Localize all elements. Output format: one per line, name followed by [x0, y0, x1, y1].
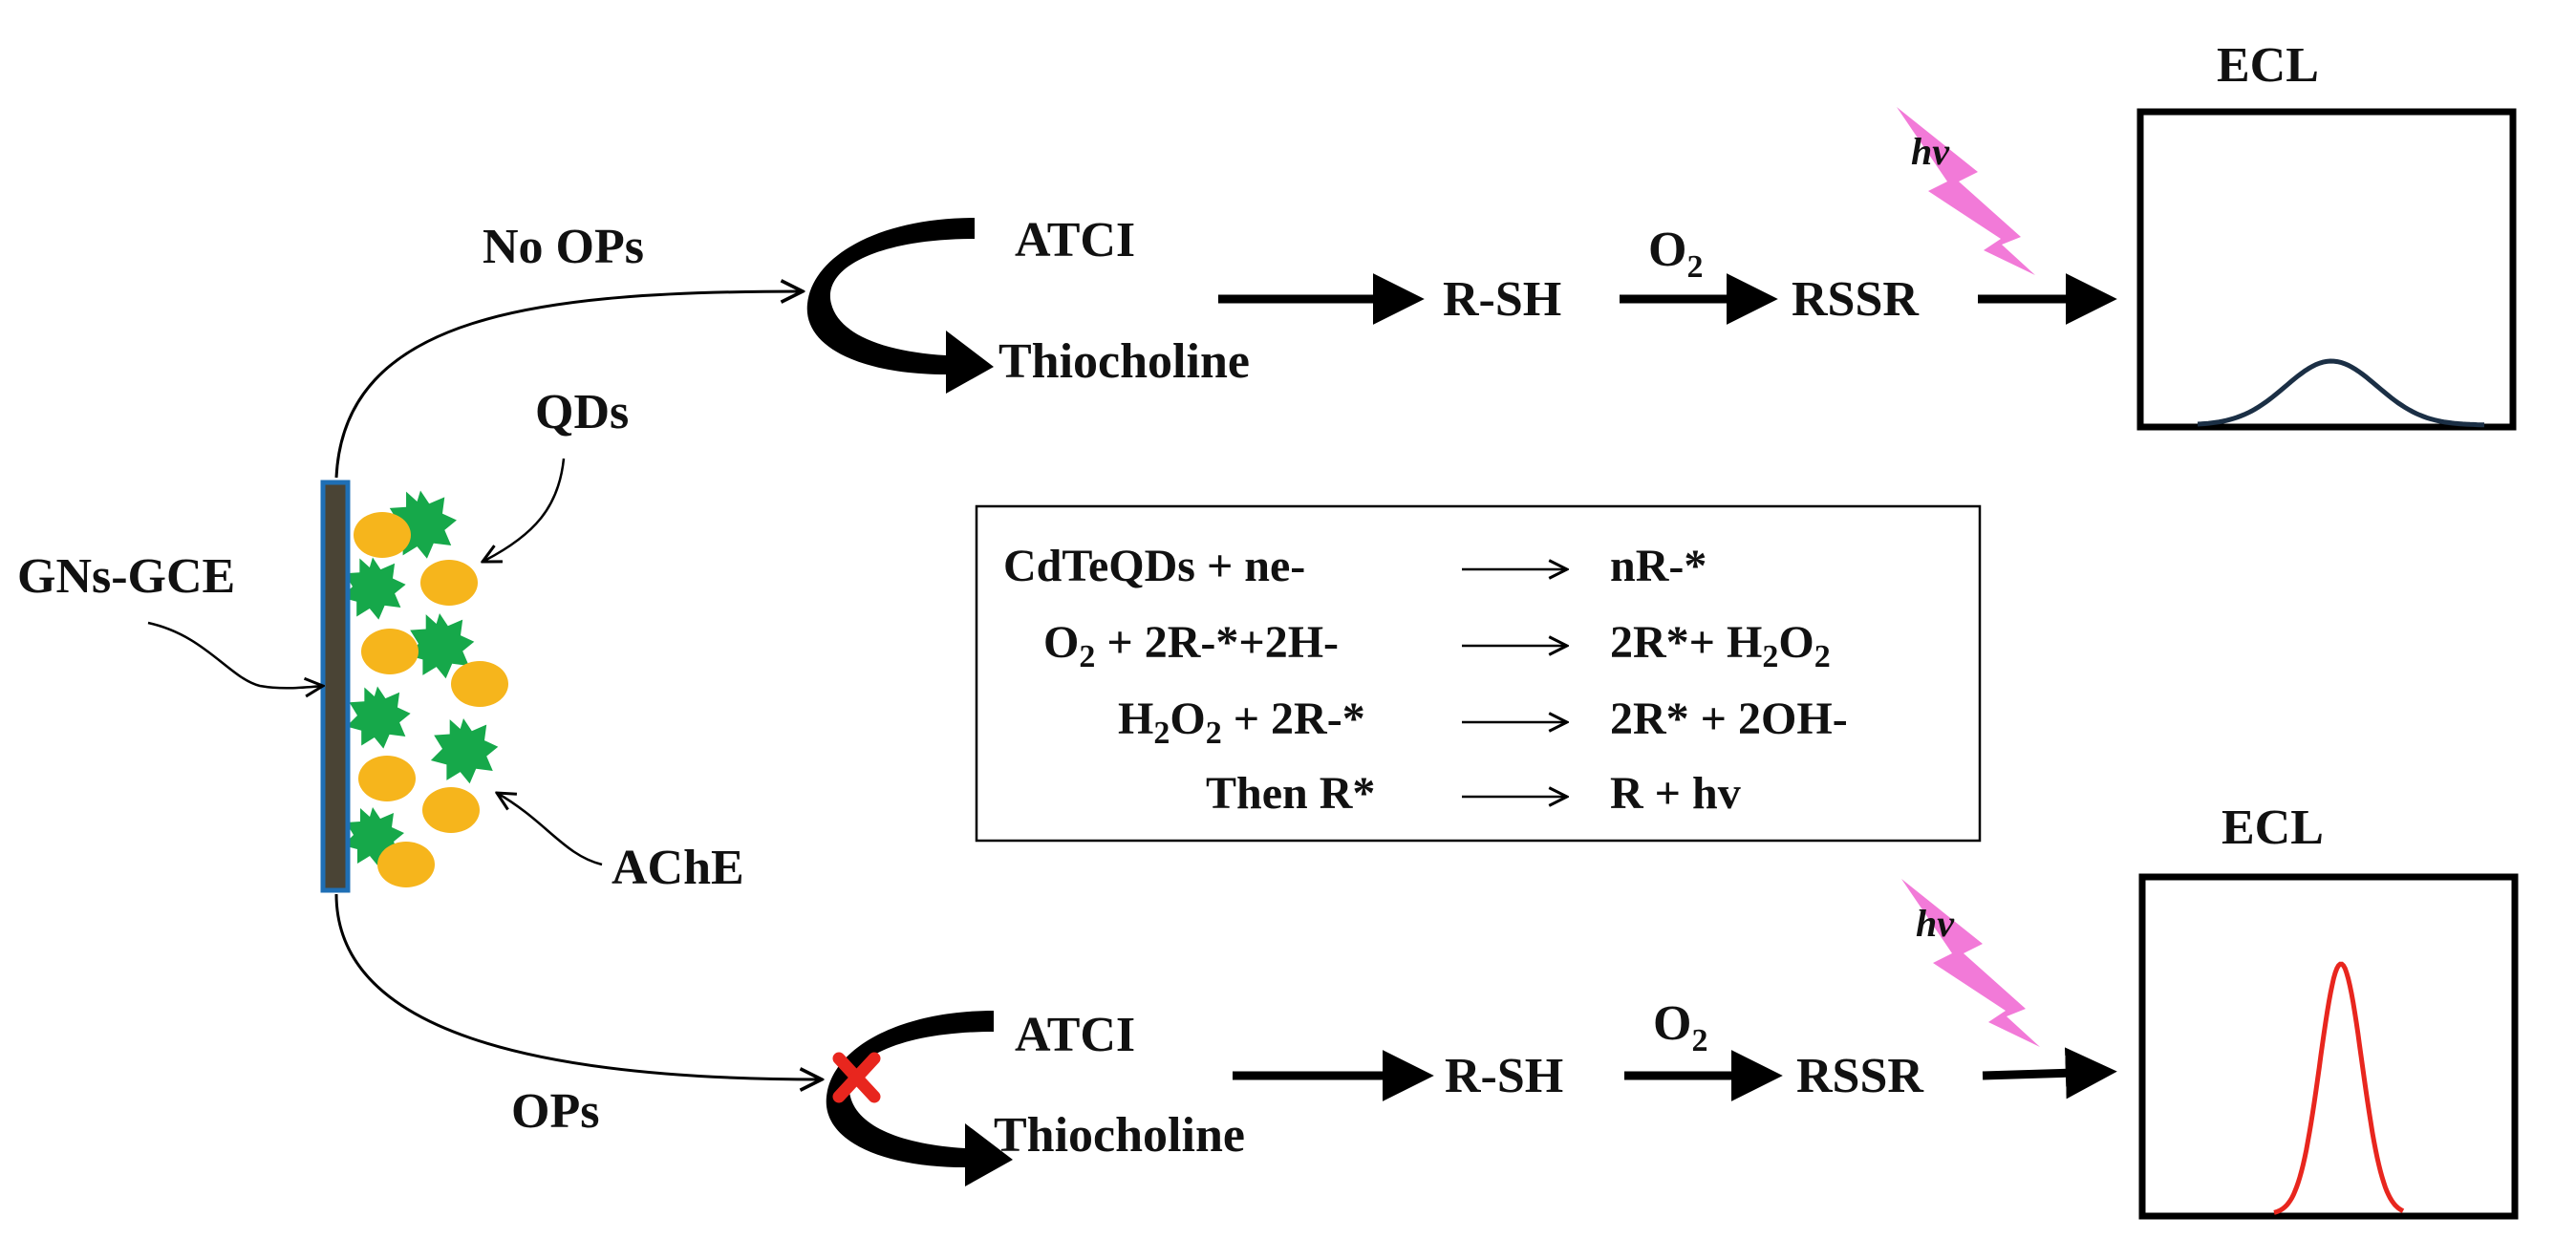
bottom-product: Thiocholine [994, 1108, 1245, 1163]
bottom-photon-label: hv [1916, 902, 1955, 945]
top-condition-label: No OPs [483, 220, 644, 274]
electrode-pointer [147, 621, 323, 688]
electrode-label: GNs-GCE [17, 549, 235, 604]
bottom-lightning-icon [1901, 879, 2040, 1047]
reaction-4-left: Then R* [1206, 768, 1375, 819]
bottom-ecl-curve [2273, 961, 2405, 1215]
top-oxidant: O2 [1648, 223, 1703, 285]
reaction-1-right: nR-* [1610, 541, 1707, 591]
reaction-3-left: H2O2 + 2R-* [1118, 694, 1365, 751]
electrode-bar [320, 480, 351, 893]
top-ecl-curve [2197, 358, 2484, 428]
reaction-box: CdTeQDs + ne- nR-* O2 + 2R-*+2H- 2R*+ H2… [975, 504, 1982, 843]
quantum-dots [354, 512, 508, 887]
top-path: ATCI Thiocholine R-SH O2 RSSR hv ECL [806, 38, 2517, 431]
electrode-assembly [320, 480, 508, 893]
bottom-oxidant: O2 [1653, 996, 1707, 1058]
bottom-path: ATCI Thiocholine R-SH O2 RSSR hv ECL [826, 801, 2519, 1220]
top-thiol: R-SH [1443, 272, 1561, 327]
top-ecl-panel [2136, 108, 2517, 431]
top-enzyme-curl-arrow [806, 218, 994, 394]
reaction-1-left: CdTeQDs + ne- [1003, 541, 1305, 591]
reaction-2-left: O2 + 2R-*+2H- [1043, 617, 1339, 674]
bottom-substrate: ATCI [1015, 1008, 1135, 1062]
reaction-3-right: 2R* + 2OH- [1610, 694, 1848, 744]
bottom-condition-label: OPs [511, 1084, 599, 1139]
top-substrate: ATCI [1015, 213, 1135, 267]
top-disulfide: RSSR [1792, 272, 1920, 327]
enzyme-label: AChE [612, 841, 744, 895]
bottom-ecl-panel [2138, 873, 2519, 1220]
bottom-panel-title: ECL [2222, 801, 2324, 855]
bottom-branch-curve [334, 893, 822, 1079]
top-lightning-icon [1897, 107, 2035, 275]
reaction-2-right: 2R*+ H2O2 [1610, 617, 1831, 674]
top-product: Thiocholine [998, 334, 1250, 389]
enzyme-pointer [497, 793, 603, 866]
inhibition-mark-icon [832, 1052, 881, 1103]
bottom-arrow-3 [1982, 1047, 2117, 1100]
top-branch-curve [334, 291, 803, 479]
qds-label: QDs [535, 385, 629, 439]
top-panel-title: ECL [2217, 38, 2319, 93]
reaction-box-frame [975, 504, 1982, 843]
bottom-disulfide: RSSR [1796, 1049, 1924, 1103]
bottom-enzyme-curl-arrow [826, 1011, 1013, 1186]
bottom-thiol: R-SH [1445, 1049, 1563, 1103]
reaction-4-right: R + hv [1610, 768, 1741, 819]
qds-pointer [483, 458, 566, 562]
top-photon-label: hv [1911, 130, 1950, 173]
